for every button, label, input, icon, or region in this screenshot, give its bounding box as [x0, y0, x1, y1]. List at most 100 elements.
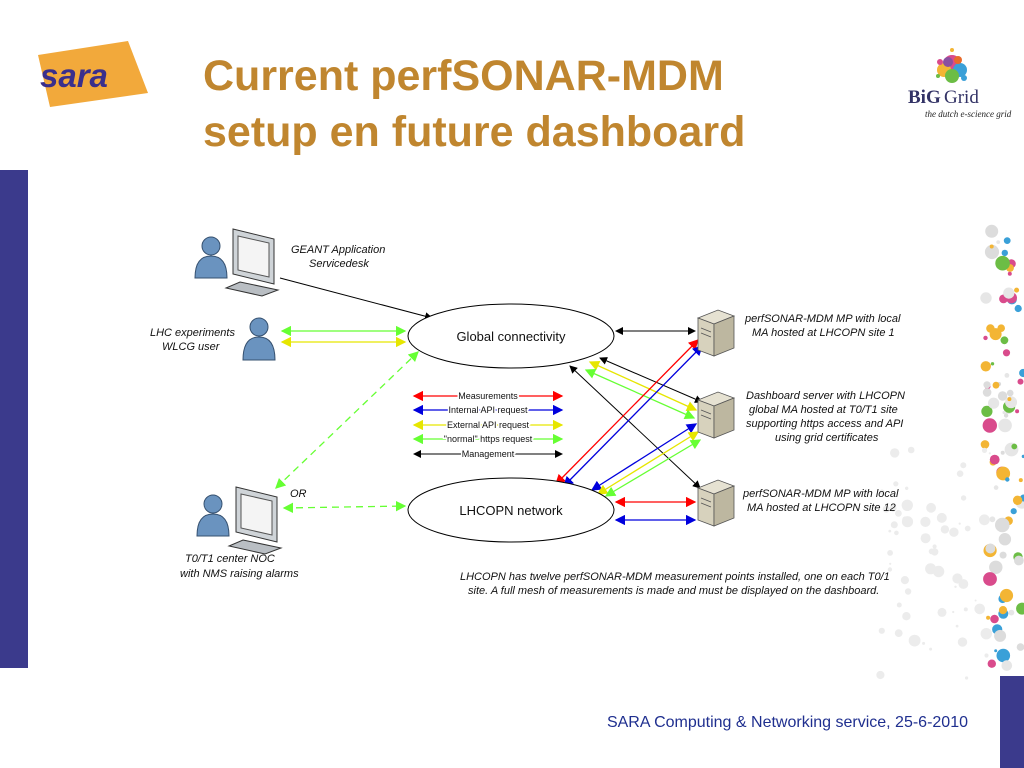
- connection-mp1-lhcopn-measurement: [555, 339, 699, 485]
- decorative-dot: [1008, 609, 1015, 616]
- slide-title-line2: setup en future dashboard: [203, 108, 746, 156]
- legend-label-https: "normal" https request: [444, 434, 533, 444]
- decorative-dot: [1002, 410, 1006, 415]
- connection-noc-lhcopn: [282, 500, 407, 514]
- biggrid-word1: BiG: [908, 87, 941, 108]
- decorative-dot: [890, 521, 898, 529]
- decorative-dot: [984, 653, 989, 658]
- slide-title-line1: Current perfSONAR-MDM: [203, 52, 724, 100]
- decorative-dot: [997, 391, 1008, 401]
- decorative-dot: [990, 362, 995, 366]
- decorative-dot: [901, 499, 913, 511]
- decorative-dot: [960, 462, 967, 469]
- decorative-dot: [1015, 409, 1020, 414]
- connection-noc-global: [275, 351, 419, 489]
- decorative-dot: [1014, 287, 1020, 293]
- decorative-dot: [920, 516, 931, 528]
- decorative-dot: [887, 550, 893, 556]
- decorative-dot: [882, 505, 890, 513]
- decorative-dot: [988, 397, 1000, 409]
- decorative-dot: [996, 240, 1001, 245]
- actor-lhc-user-icon: [242, 317, 276, 361]
- legend-label-external-api: External API request: [447, 420, 530, 430]
- connection-global-mp12: [569, 365, 701, 489]
- decorative-dot: [901, 516, 914, 528]
- decorative-dot: [997, 324, 1005, 333]
- decorative-dot: [1014, 555, 1024, 566]
- biggrid-tagline: the dutch e-science grid: [925, 109, 1012, 119]
- decorative-dot: [904, 588, 912, 595]
- decorative-dot: [993, 485, 999, 490]
- decorative-dot: [1000, 336, 1009, 345]
- or-label: OR: [290, 488, 307, 500]
- decorative-dot: [1011, 443, 1018, 450]
- decorative-dot: [905, 486, 909, 490]
- decorative-dot: [988, 452, 991, 455]
- decorative-dot: [879, 489, 885, 495]
- decorative-dot: [998, 606, 1008, 615]
- decorative-dot: [985, 543, 996, 554]
- actor-noc-label-line1: T0/T1 center NOC: [185, 553, 275, 565]
- decorative-dot: [994, 629, 1007, 642]
- decorative-dot: [929, 647, 933, 651]
- sara-logo-shape: [38, 41, 148, 107]
- network-global-label: Global connectivity: [456, 329, 566, 344]
- decorative-dot: [1012, 495, 1023, 505]
- decorative-dot: [979, 514, 990, 526]
- decorative-dot: [890, 448, 900, 458]
- decorative-dot: [893, 481, 899, 487]
- decorative-dot: [894, 530, 899, 536]
- left-accent-bar: [0, 170, 28, 668]
- decorative-dot: [1018, 478, 1023, 483]
- decorative-dot: [920, 533, 931, 544]
- network-lhcopn: LHCOPN network: [407, 477, 615, 543]
- decorative-dot: [957, 637, 968, 647]
- server-mp1-icon: [696, 309, 736, 357]
- connection-dashboard-global-api: [588, 361, 698, 411]
- actor-geant-label-line1: GEANT Application: [291, 244, 385, 256]
- decorative-dot: [987, 659, 996, 668]
- decorative-dot: [894, 629, 903, 637]
- decorative-dot: [876, 670, 885, 680]
- connection-dashboard-global-https: [584, 368, 696, 420]
- decorative-dot: [986, 615, 991, 620]
- connection-geant-global: [279, 277, 433, 321]
- decorative-dot: [889, 562, 892, 565]
- decorative-dot: [936, 512, 947, 523]
- decorative-dot: [1019, 368, 1024, 378]
- decorative-dot: [878, 627, 885, 634]
- decorative-dot: [963, 607, 968, 612]
- server-mp1-label-line2: MA hosted at LHCOPN site 1: [752, 327, 895, 339]
- decorative-dot: [980, 292, 992, 304]
- decorative-dot: [1016, 643, 1024, 651]
- actor-lhc-label-line1: LHC experiments: [150, 327, 235, 339]
- decorative-dot: [980, 361, 991, 372]
- decorative-dot: [1000, 450, 1005, 455]
- decorative-dot: [984, 244, 1000, 260]
- decorative-dot: [996, 466, 1011, 481]
- decorative-dot: [1016, 602, 1024, 615]
- actor-noc-user-icon: [196, 494, 230, 537]
- decorative-dot: [1003, 237, 1011, 245]
- actor-geant-monitor-icon: [224, 228, 280, 297]
- slide-footer: SARA Computing & Networking service, 25-…: [606, 714, 968, 731]
- server-mp12-icon: [696, 479, 736, 527]
- decorative-dot: [900, 576, 910, 585]
- decorative-dot: [983, 335, 988, 341]
- decorative-dot: [895, 510, 902, 517]
- decorative-dot: [989, 244, 994, 249]
- decorative-dot: [1017, 378, 1024, 385]
- decorative-dot: [1014, 304, 1022, 313]
- decorative-dot: [981, 405, 993, 417]
- decorative-dot: [983, 381, 991, 389]
- decorative-dot: [960, 495, 967, 501]
- decorative-dot: [1006, 389, 1014, 397]
- decorative-dot: [998, 418, 1012, 433]
- decorative-dot: [999, 551, 1007, 559]
- connection-global-dashboard: [599, 357, 703, 403]
- actor-noc-monitor-icon: [227, 486, 283, 555]
- actor-noc-label-line2: with NMS raising alarms: [180, 568, 299, 580]
- decorative-dot: [952, 573, 963, 584]
- decorative-dot: [989, 516, 996, 523]
- connection-dashboard-lhcopn-external: [596, 431, 700, 495]
